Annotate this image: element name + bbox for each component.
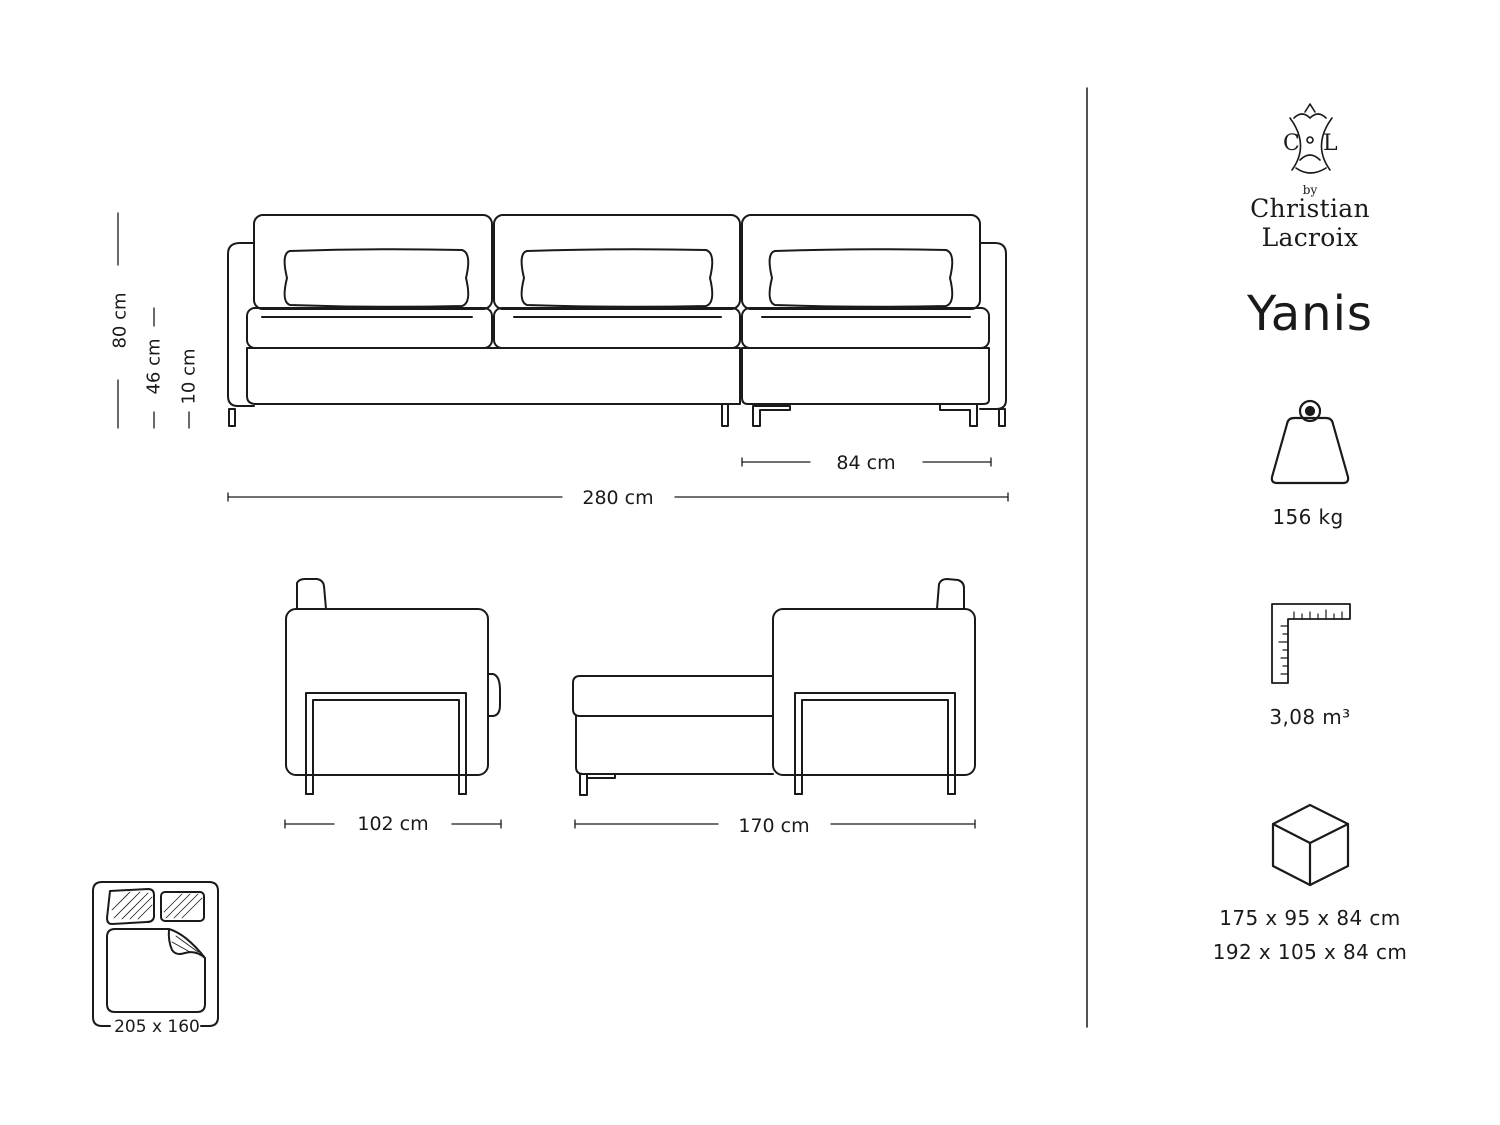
volume-value: 3,08 m³ xyxy=(1269,705,1351,729)
chaise-width-label: 84 cm xyxy=(836,452,896,474)
bed-size-label: 205 x 160 xyxy=(114,1017,200,1037)
ruler-icon xyxy=(1271,603,1351,684)
front-dimension-lines xyxy=(117,212,1009,502)
side-dimension-lines xyxy=(284,819,976,829)
box-icon xyxy=(1271,803,1350,887)
brand-name: Christian Lacroix xyxy=(1250,194,1370,252)
package-dimensions-2: 192 x 105 x 84 cm xyxy=(1212,940,1408,964)
front-view xyxy=(227,214,1007,427)
weight-icon xyxy=(1270,399,1350,485)
chaise-length-label: 170 cm xyxy=(738,815,810,837)
logo-letter-c: C xyxy=(1283,131,1300,156)
total-width-label: 280 cm xyxy=(582,487,654,509)
seat-height-label: 46 cm xyxy=(143,338,165,395)
weight-value: 156 kg xyxy=(1272,505,1344,529)
bed-icon xyxy=(92,881,219,1027)
leg-height-label: 10 cm xyxy=(178,348,200,405)
logo-letter-l: L xyxy=(1323,131,1338,156)
brand-prefix: by xyxy=(1302,183,1318,197)
depth-label: 102 cm xyxy=(357,813,429,835)
product-name: Yanis xyxy=(1247,286,1373,342)
side-view xyxy=(285,578,501,795)
chaise-side-view xyxy=(572,578,976,796)
total-height-label: 80 cm xyxy=(109,292,131,349)
cl-logo-icon xyxy=(1289,103,1333,174)
package-dimensions-1: 175 x 95 x 84 cm xyxy=(1219,906,1401,930)
